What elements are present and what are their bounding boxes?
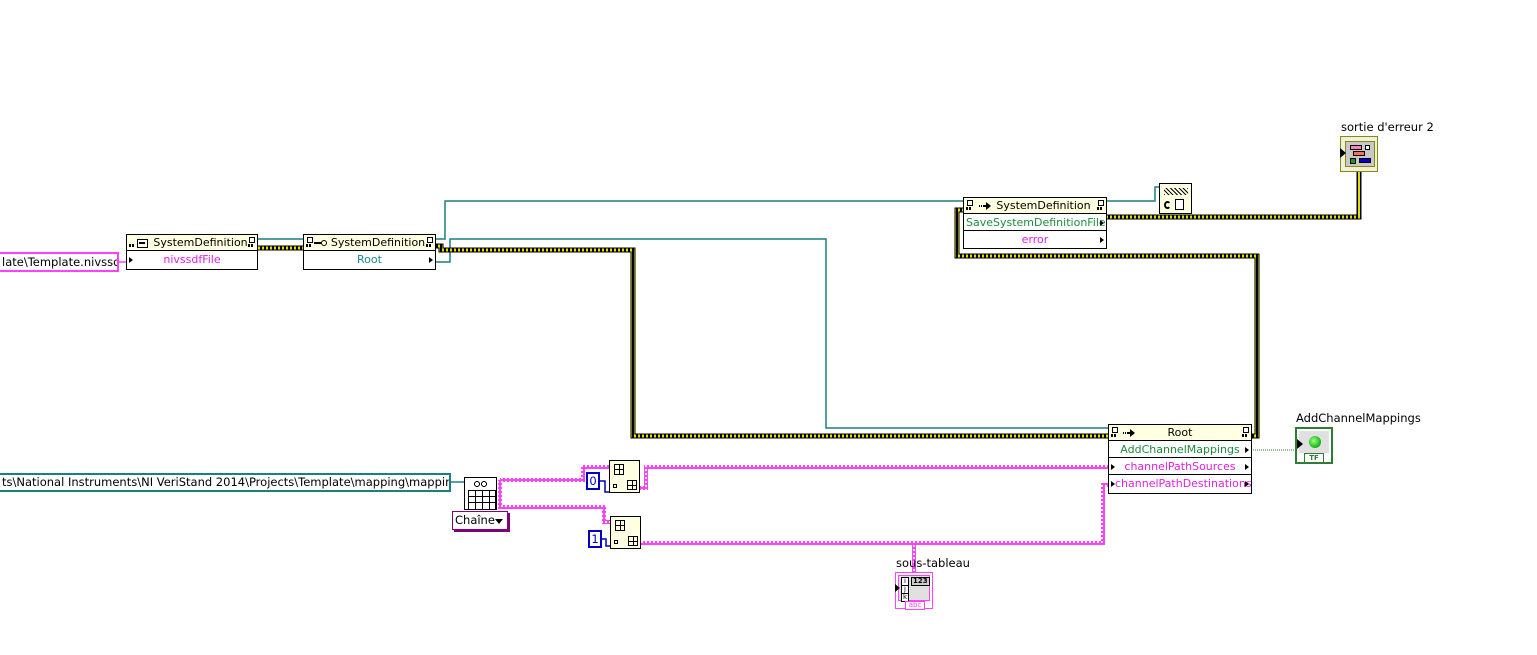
wire-refnum-property-to-save: [435, 200, 964, 240]
array-icon: [614, 464, 624, 475]
wire-array-to-index0: [500, 465, 610, 482]
error-cluster-icon: [1350, 145, 1362, 150]
invoke-icon: [1123, 428, 1136, 438]
node-title: Root: [1167, 425, 1193, 439]
node-title: SystemDefinition: [153, 235, 248, 249]
invoke-icon: [979, 201, 992, 211]
array-icon: [615, 520, 625, 531]
index-icon: [613, 484, 617, 488]
mapping-path-constant[interactable]: ts\National Instruments\NI VeriStand 201…: [0, 473, 451, 492]
add-channel-mappings-label: AddChannelMappings: [1296, 411, 1421, 425]
close-ref-icon: [1164, 188, 1188, 195]
refnum-terminal-icon: [248, 237, 255, 248]
refnum-terminal-icon: [1242, 427, 1249, 438]
document-icon: [1175, 199, 1184, 210]
node-header: SystemDefinition: [304, 235, 435, 251]
wire-index0-const: [600, 480, 611, 493]
property-system-definition-node[interactable]: SystemDefinition Root: [303, 234, 436, 270]
close-reference-function[interactable]: [1159, 183, 1192, 214]
property-icon: [313, 238, 327, 248]
format-dropdown[interactable]: Chaîne: [452, 511, 508, 530]
open-system-definition-node[interactable]: SystemDefinition nivssdfFile: [126, 234, 258, 270]
wire-index1-const: [602, 538, 611, 547]
node-title: SystemDefinition: [996, 198, 1091, 212]
index-1-constant[interactable]: 1: [588, 530, 602, 548]
node-parameter-row[interactable]: error: [964, 231, 1106, 248]
glasses-icon: [473, 481, 489, 487]
node-header: SystemDefinition: [127, 235, 257, 251]
output-arrow-icon: [1245, 481, 1249, 487]
index-array-function-1[interactable]: [610, 516, 641, 549]
refnum-terminal-icon: [1111, 427, 1118, 438]
output-arrow-icon: [429, 257, 433, 263]
output-arrow-icon: [1245, 447, 1249, 453]
input-arrow-icon: [895, 584, 900, 592]
wire-error-property-to-root: [435, 243, 1109, 439]
refnum-terminal-icon: [426, 237, 433, 248]
input-arrow-icon: [129, 257, 133, 263]
spreadsheet-grid-icon: [468, 490, 496, 510]
index-array-function-0[interactable]: [609, 460, 640, 493]
subarray-indicator[interactable]: i j k 123 abc: [895, 572, 933, 610]
input-arrow-icon: [1340, 148, 1346, 158]
template-path-constant[interactable]: late\Template.nivssdf: [0, 252, 119, 272]
wire-index1-to-destinations: [641, 483, 1109, 545]
node-method-row[interactable]: AddChannelMappings: [1109, 441, 1251, 458]
type-label: abc: [905, 601, 925, 610]
led-icon: [1309, 436, 1321, 448]
index-icon: [614, 540, 618, 544]
numeric-label: 123: [911, 577, 930, 586]
add-channel-mappings-indicator[interactable]: TF: [1295, 427, 1333, 464]
root-add-channel-mappings-node[interactable]: Root AddChannelMappings channelPathSourc…: [1108, 424, 1252, 494]
error-out-label: sortie d'erreur 2: [1341, 120, 1434, 134]
close-c-icon: [1164, 201, 1171, 209]
wire-index0-to-sources: [640, 465, 1109, 490]
refnum-terminal-icon: [306, 237, 313, 248]
output-arrow-icon: [1100, 237, 1104, 243]
output-arrow-icon: [1100, 220, 1104, 226]
index-0-constant[interactable]: 0: [586, 472, 600, 490]
node-property-row[interactable]: Root: [304, 251, 435, 268]
wire-error-save-to-indicator: [1106, 170, 1362, 220]
open-icon: [136, 238, 149, 248]
numeric-wires: [600, 480, 611, 547]
node-header: SystemDefinition: [964, 198, 1106, 214]
refnum-terminal-icon: [966, 200, 973, 211]
save-system-definition-node[interactable]: SystemDefinition SaveSystemDefinitionFil…: [963, 197, 1107, 249]
input-arrow-icon: [1111, 481, 1115, 487]
node-property-row[interactable]: nivssdfFile: [127, 251, 257, 268]
subarray-icon: [627, 480, 637, 490]
error-wires: [257, 170, 1362, 439]
node-parameter-row[interactable]: channelPathSources: [1109, 458, 1251, 475]
subarray-label: sous-tableau: [896, 556, 970, 570]
wire-refnum-root-to-invoke: [435, 238, 1109, 429]
read-spreadsheet-file-function[interactable]: [464, 477, 497, 510]
refnum-terminal-icon: [1097, 200, 1104, 211]
error-terminal-icon: [129, 237, 136, 248]
input-arrow-icon: [1297, 439, 1303, 449]
subarray-icon: [628, 536, 638, 546]
wire-array-to-index1: [498, 480, 610, 524]
output-arrow-icon: [1245, 464, 1249, 470]
node-method-row[interactable]: SaveSystemDefinitionFile: [964, 216, 1106, 231]
node-title: SystemDefinition: [330, 235, 426, 249]
input-arrow-icon: [1111, 464, 1115, 470]
wire-refnum-save-to-close: [1106, 186, 1161, 202]
chevron-down-icon: [495, 519, 503, 524]
node-parameter-row[interactable]: channelPathDestinations: [1109, 475, 1252, 492]
node-header: Root: [1109, 425, 1251, 441]
error-out-indicator[interactable]: [1340, 136, 1378, 172]
type-label: TF: [1304, 453, 1324, 462]
refnum-wires: [257, 186, 1161, 429]
